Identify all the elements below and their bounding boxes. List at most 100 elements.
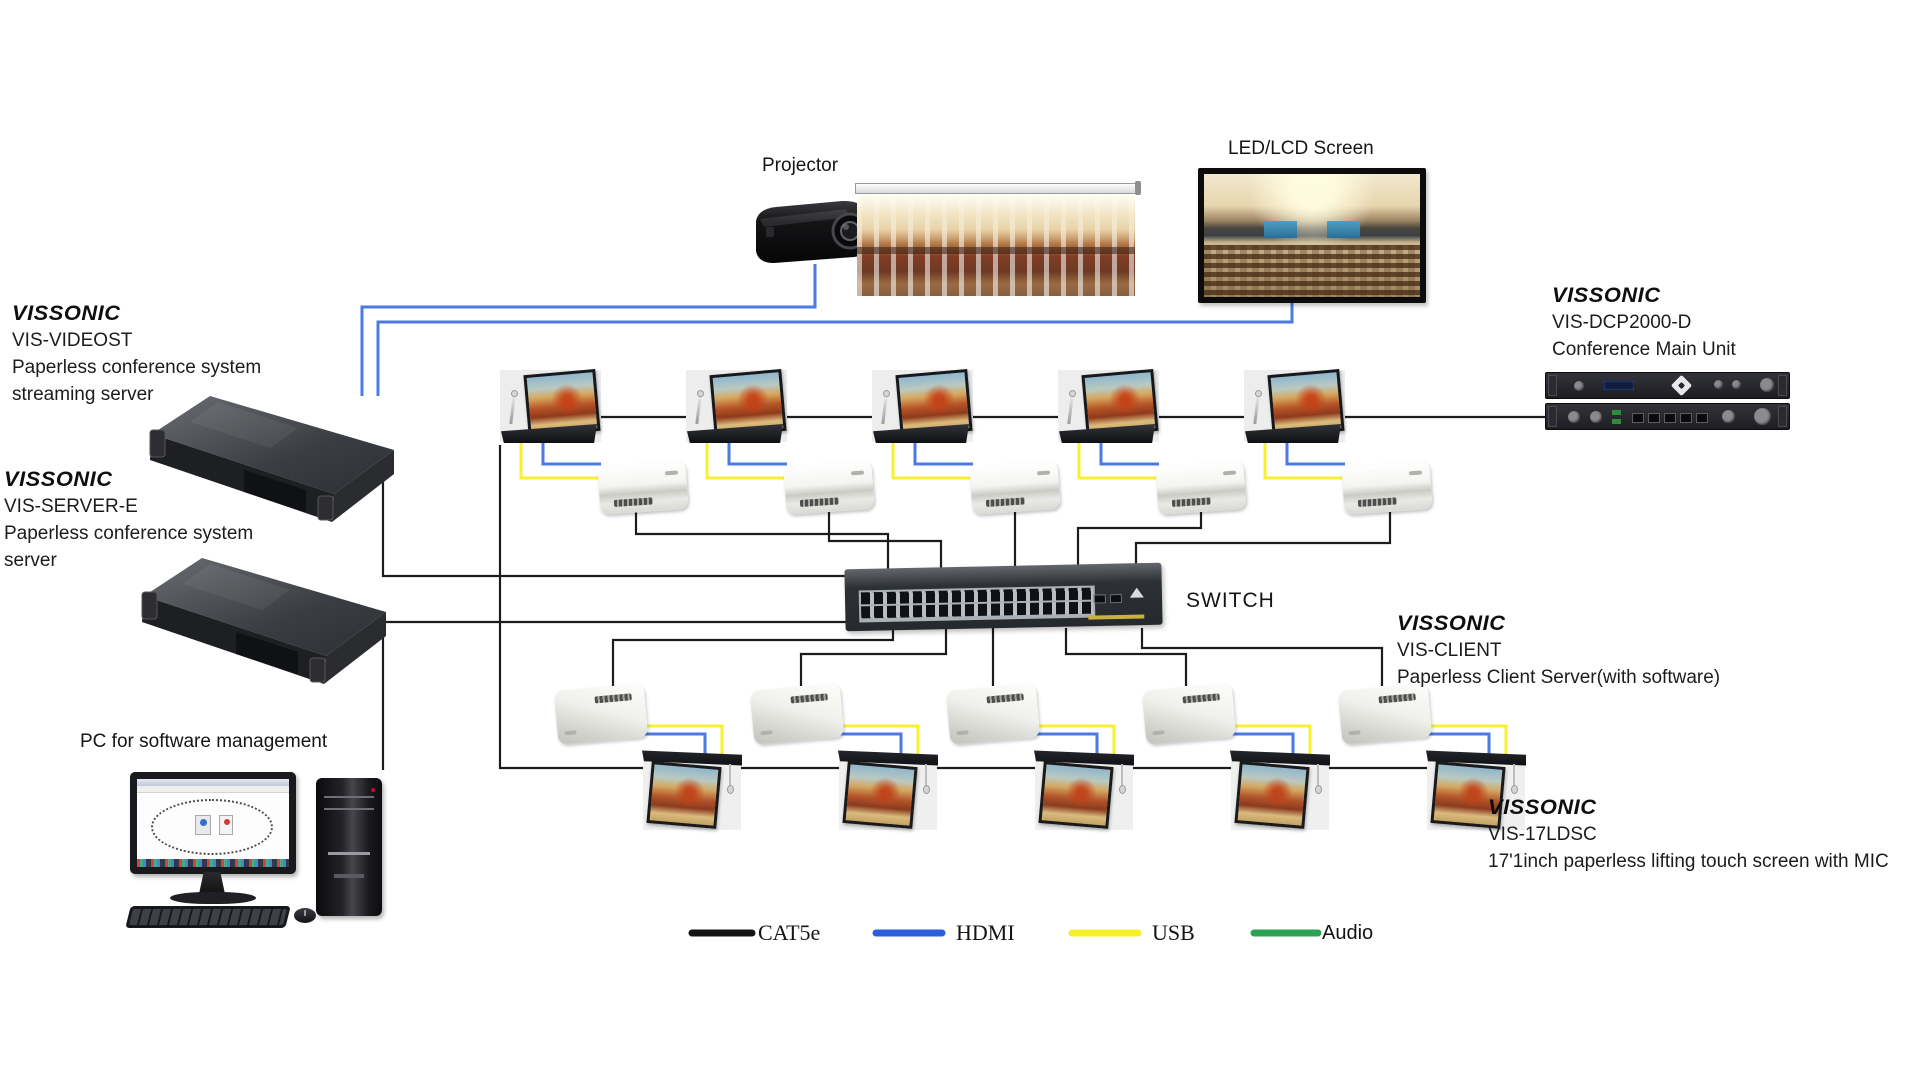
monitor-stand-base [170,892,256,904]
lifting-touch-screen-top [868,362,978,452]
front-button [1732,380,1741,389]
software-dialog-icon [195,815,211,835]
lifting-touch-screen-bottom [1229,748,1333,834]
videost-block: VISSONIC VIS-VIDEOST Paperless conferenc… [12,300,261,408]
lcd-conference-image [1204,174,1420,297]
client-mini-pc-bottom [1337,683,1433,745]
videost-desc1: Paperless conference system [12,357,262,378]
led-lcd-label: LED/LCD Screen [1228,138,1374,159]
vis-17ldsc-model: VIS-17LDSC [1488,824,1597,845]
mini-pc-body [1155,460,1247,516]
power-inlet [1754,408,1771,425]
lifting-touch-screen-top [682,362,792,452]
legend-item-audio: Audio [1250,919,1373,947]
xlr-connector [1568,411,1580,423]
window-titlebar [137,779,289,786]
monitor-stand-neck [199,872,225,894]
lifting-touch-screen-bottom [1425,748,1529,834]
usb-cables [519,440,1508,756]
vis-client-model: VIS-CLIENT [1397,640,1502,661]
conference-software-screen [137,779,289,867]
videost-model: VIS-VIDEOST [12,330,133,351]
uplink-port [1109,593,1122,604]
rack-ear [1548,406,1557,427]
rj45-port [1664,413,1676,423]
server-e-desc2: server [4,550,57,571]
rj45-port [1648,413,1660,423]
mini-pc-body [1141,683,1237,745]
client-mini-pc-bottom [553,683,649,745]
projector-label: Projector [762,155,839,176]
vissonic-logo: VISSONIC [1552,284,1661,307]
rack-ear [1778,375,1787,396]
projector-device [756,200,871,263]
vissonic-logo: VISSONIC [1397,612,1506,635]
mini-pc-body [597,460,689,516]
main-unit-front-panel [1545,372,1790,399]
mini-pc-body [1337,683,1433,745]
rj45-port [1680,413,1692,423]
hanging-mic-icon [1315,764,1322,794]
legend-label: CAT5e [758,920,821,945]
tower-brand-bar [334,874,364,878]
lifting-touch-screen-bottom [1033,748,1137,834]
lifting-touch-screen-top [1240,362,1350,452]
mini-pc-body [783,460,875,516]
client-mini-pc-bottom [945,683,1041,745]
client-mini-pc [1341,460,1433,516]
server-e-block: VISSONIC VIS-SERVER-E Paperless conferen… [4,466,253,574]
network-switch [844,562,1163,632]
hanging-mic-icon [727,764,734,794]
mini-pc-body [1341,460,1433,516]
taskbar [137,859,289,867]
phoenix-terminal [1612,419,1621,424]
power-led [371,788,375,792]
legend-label: USB [1152,920,1195,945]
xlr-connector [1590,411,1602,423]
switch-uplink-area [1088,587,1147,620]
legend-label: Audio [1322,921,1374,944]
legend-item-hdmi: HDMI [872,919,1015,947]
screen-roller-bar [855,183,1137,194]
mini-pc-body [749,683,845,745]
touch-screen-panel [1234,761,1310,829]
mini-pc-body [553,683,649,745]
server-e-model: VIS-SERVER-E [4,496,138,517]
dcp2000-block: VISSONIC VIS-DCP2000-D Conference Main U… [1552,282,1736,363]
legend-item-usb: USB [1068,919,1195,947]
window-menubar [137,786,289,793]
lcd-seat-rows [1204,245,1420,297]
mini-pc-body [945,683,1041,745]
mini-pc-body [969,460,1061,516]
dcp2000-model: VIS-DCP2000-D [1552,312,1692,333]
mouse [294,908,316,923]
pc-monitor [130,772,296,874]
streaming-server-device [149,396,394,522]
lifting-touch-screen-top [1054,362,1164,452]
server-e-desc1: Paperless conference system [4,523,254,544]
dcp2000-desc1: Conference Main Unit [1552,339,1736,360]
vissonic-logo: VISSONIC [12,302,121,325]
hdmi-line-sample [872,929,946,937]
lcd-stage-screen-right [1327,220,1360,238]
client-mini-pc [597,460,689,516]
client-mini-pc-bottom [749,683,845,745]
hdmi-cables [360,264,1491,756]
rj45-port [1696,413,1708,423]
front-display [1604,381,1634,390]
client-mini-pc [783,460,875,516]
nav-button-cluster [1670,374,1693,397]
optical-drive-slot [328,852,370,855]
client-mini-pc-bottom [1141,683,1237,745]
rack-ear [1548,375,1557,396]
videost-desc2: streaming server [12,384,154,405]
volume-knob [1760,378,1774,392]
legend-item-cat5e: CAT5e [688,919,820,947]
cat5e-line-sample [688,929,756,937]
pc-tower [316,778,382,916]
audio-line-sample [1250,929,1322,937]
hanging-mic-icon [1511,764,1518,794]
uplink-port [1093,594,1106,604]
